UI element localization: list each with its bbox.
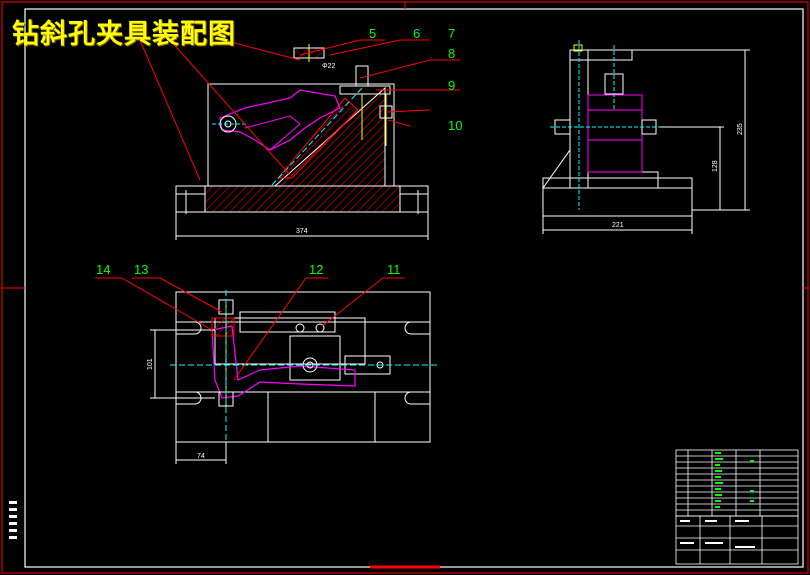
- callout-13: 13: [134, 262, 148, 277]
- dim-front-top: Φ22: [322, 63, 335, 70]
- top-view: [150, 290, 440, 464]
- dim-side-width: 221: [612, 222, 624, 229]
- front-leaders: [139, 37, 460, 181]
- dim-side-height-total: 235: [737, 123, 744, 135]
- callout-5: 5: [369, 26, 376, 41]
- side-view: [542, 40, 750, 234]
- callout-14: 14: [96, 262, 110, 277]
- inner-frame: [24, 8, 804, 568]
- callout-11: 11: [387, 262, 401, 277]
- toolbar-mark: [9, 529, 17, 532]
- callout-6: 6: [413, 26, 420, 41]
- callout-12: 12: [309, 262, 323, 277]
- dim-top-height: 101: [147, 358, 154, 370]
- title-block: [675, 449, 799, 565]
- front-view: [175, 44, 429, 240]
- dim-top-offset: 74: [197, 453, 205, 460]
- callout-10: 10: [448, 118, 462, 133]
- top-leaders: [95, 277, 405, 381]
- side-toolbar: [5, 498, 21, 543]
- toolbar-mark: [9, 508, 17, 511]
- callout-8: 8: [448, 46, 455, 61]
- toolbar-mark: [9, 515, 17, 518]
- drawing-title: 钻斜孔夹具装配图: [12, 19, 236, 50]
- title-block-text-marks: [680, 520, 755, 548]
- toolbar-mark: [9, 501, 17, 504]
- callout-7: 7: [448, 26, 455, 41]
- toolbar-mark: [9, 522, 17, 525]
- callout-9: 9: [448, 78, 455, 93]
- dim-side-height-mid: 128: [712, 160, 719, 172]
- toolbar-mark: [9, 536, 17, 539]
- dim-front-width: 374: [296, 228, 308, 235]
- title-block-marks: [715, 452, 754, 508]
